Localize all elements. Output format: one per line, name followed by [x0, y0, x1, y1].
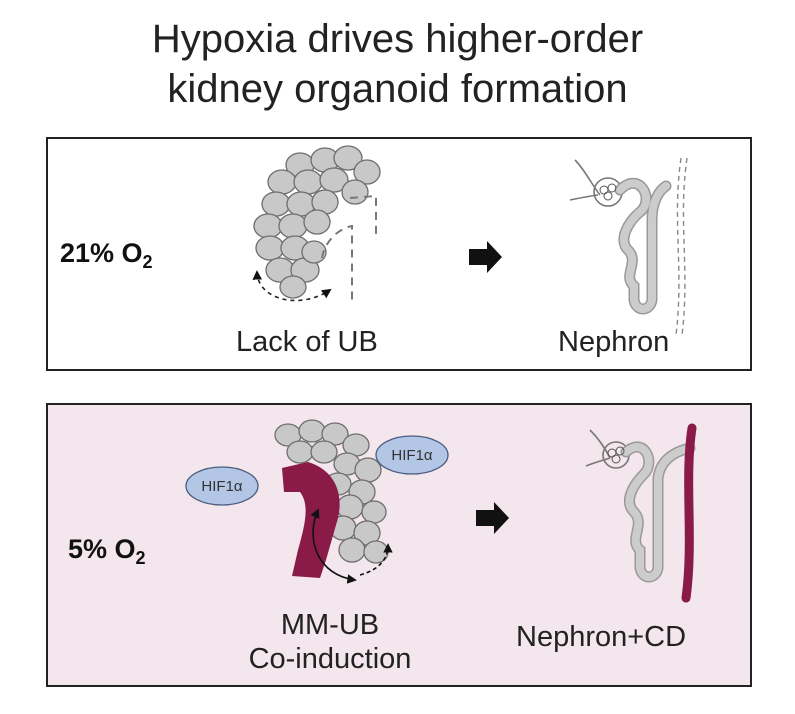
- circular-arrow-normoxia: [252, 270, 332, 302]
- hif1a-bubble-right: HIF1α: [375, 435, 449, 475]
- mm-cell-cluster-hypoxia: [274, 419, 389, 564]
- lack-of-ub-label: Lack of UB: [236, 326, 378, 358]
- title-line-1: Hypoxia drives higher-order: [151, 17, 644, 61]
- nephron-cd-hypoxia: [585, 423, 697, 603]
- title-line-2: kidney organoid formation: [167, 67, 628, 111]
- hif1a-label-left: HIF1α: [201, 478, 243, 495]
- collecting-duct: [681, 423, 697, 603]
- arrow-hypoxia: [476, 502, 509, 534]
- nephron-label: Nephron: [558, 326, 670, 358]
- hypoxia-condition-label: 5% O2: [68, 534, 146, 568]
- ureteric-bud: [282, 462, 340, 578]
- hif1a-bubble-left: HIF1α: [185, 466, 259, 506]
- mm-cell-cluster-normoxia: [253, 145, 381, 299]
- mm-ub-label-line-2: Co-induction: [248, 643, 412, 675]
- nephron-cd-label: Nephron+CD: [516, 621, 687, 653]
- nephron-normoxia: [569, 157, 688, 336]
- absent-ub-outline: [321, 194, 377, 300]
- mm-ub-coinduction-label: MM-UB Co-induction: [215, 608, 445, 676]
- circular-arrow-hypoxia-inner: [310, 508, 357, 584]
- figure-title: Hypoxia drives higher-order kidney organ…: [0, 14, 795, 114]
- arrow-normoxia: [469, 241, 502, 273]
- circular-arrow-hypoxia-outer: [359, 543, 393, 576]
- hif1a-label-right: HIF1α: [391, 447, 433, 464]
- mm-ub-label-line-1: MM-UB: [280, 609, 380, 641]
- normoxia-condition-label: 21% O2: [60, 238, 153, 272]
